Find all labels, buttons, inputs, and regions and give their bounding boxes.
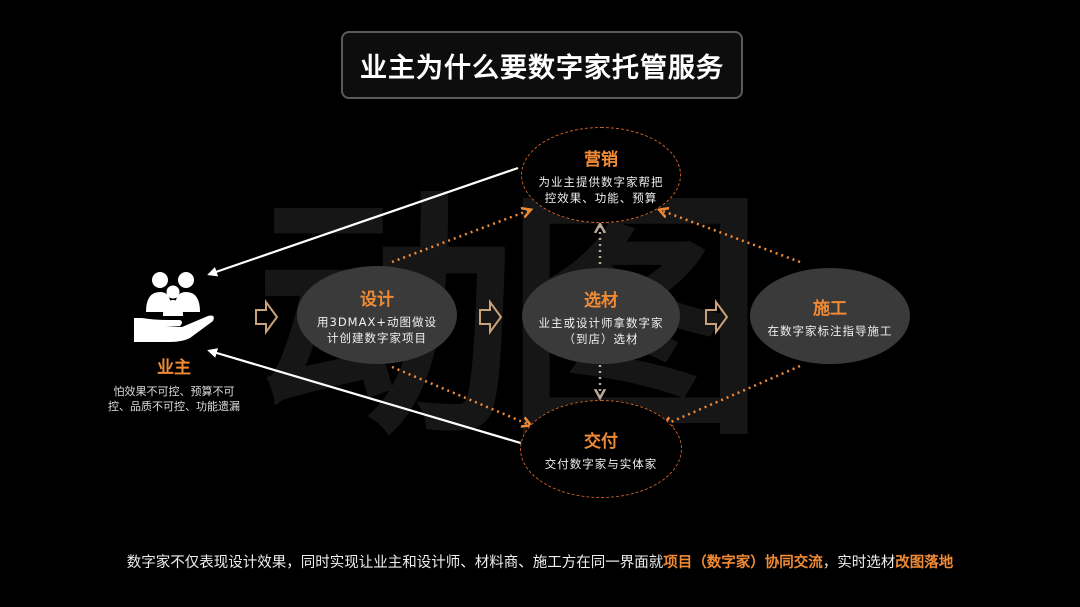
owner-description: 怕效果不可控、预算不可控、品质不可控、功能遗漏 [108, 385, 240, 413]
flow-arrow-owner-to-design [255, 298, 279, 336]
arrow-marketing-to-owner [207, 166, 519, 277]
node-marketing-title: 营销 [584, 149, 618, 170]
owner-label: 业主 [157, 358, 191, 378]
node-construction-desc: 在数字家标注指导施工 [767, 323, 893, 338]
footer-text-2: ，实时选材 [822, 555, 896, 571]
node-marketing-desc: 为业主提供数字家帮把控效果、功能、预算 [538, 174, 664, 205]
owner-icon [134, 272, 214, 342]
node-delivery-desc: 交付数字家与实体家 [544, 456, 658, 471]
arrow-delivery-to-owner [207, 348, 525, 446]
arrow-design-to-delivery [391, 365, 530, 425]
node-design-title: 设计 [360, 289, 394, 310]
node-construction-title: 施工 [813, 298, 847, 319]
flow-arrow-design-to-material [479, 298, 503, 336]
node-design-desc: 用3DMAX+动图做设计创建数字家项目 [317, 314, 437, 345]
arrow-construction-to-marketing [660, 210, 801, 264]
arrow-design-to-marketing [391, 210, 530, 264]
node-marketing: 营销 为业主提供数字家帮把控效果、功能、预算 [521, 127, 681, 223]
footer-caption: 数字家不仅表现设计效果，同时实现让业主和设计师、材料商、施工方在同一界面就项目（… [0, 551, 1080, 572]
footer-highlight-2: 改图落地 [895, 555, 954, 571]
node-construction: 施工 在数字家标注指导施工 [750, 268, 910, 364]
node-material-desc: 业主或设计师拿数字家（到店）选材 [538, 315, 664, 346]
node-material: 选材 业主或设计师拿数字家（到店）选材 [522, 268, 680, 364]
footer-highlight-1: 项目（数字家）协同交流 [663, 555, 823, 571]
node-design: 设计 用3DMAX+动图做设计创建数字家项目 [297, 266, 457, 364]
node-material-title: 选材 [584, 290, 618, 311]
page-title: 业主为什么要数字家托管服务 [341, 31, 743, 99]
node-delivery-title: 交付 [584, 431, 618, 452]
footer-text-1: 数字家不仅表现设计效果，同时实现让业主和设计师、材料商、施工方在同一界面就 [126, 555, 664, 571]
node-delivery: 交付 交付数字家与实体家 [520, 400, 682, 498]
flow-arrow-material-to-construction [705, 298, 729, 336]
arrow-construction-to-delivery [664, 364, 801, 425]
